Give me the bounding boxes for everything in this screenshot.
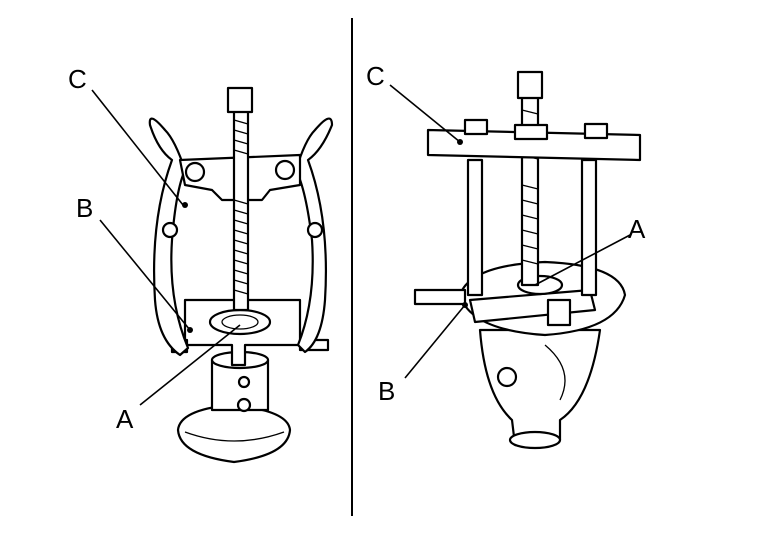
leader-line-b-left [99,219,191,331]
label-a-left: A [116,404,134,434]
leader-line-a-right [534,234,631,286]
hub-base [176,350,292,464]
label-a-right: A [628,214,646,244]
leader-line-a-left [139,324,241,406]
right-puller-illustration [413,70,642,450]
leader-line-b-right [404,304,466,379]
leader-line-c-right [389,84,461,143]
differential-case [478,328,602,448]
label-b-right: B [378,376,395,406]
left-puller-illustration [148,86,334,464]
label-c-left: C [68,64,87,94]
forcing-screw-right [520,93,540,287]
label-b-left: B [76,193,93,223]
label-c-right: C [366,61,385,91]
leader-line-c-left [91,89,184,206]
